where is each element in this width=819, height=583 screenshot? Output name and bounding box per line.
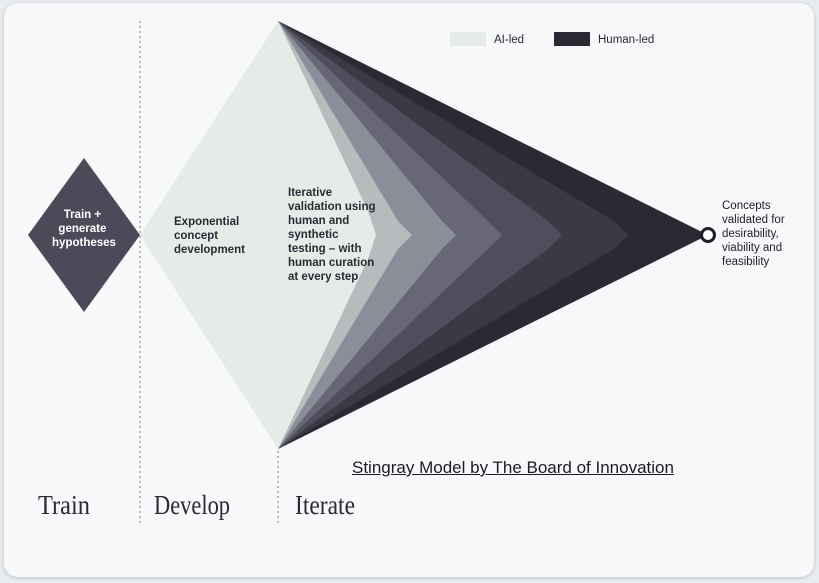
legend-label-ai-led: AI-led <box>494 34 524 46</box>
iterate-bands <box>278 21 708 449</box>
train-line-1: Train + <box>64 209 102 221</box>
train-diamond <box>28 158 140 312</box>
iterate-line-5: testing – with <box>288 243 361 255</box>
develop-box-text: Exponential concept development <box>174 216 245 256</box>
develop-line-1: Exponential <box>174 216 239 228</box>
iterate-line-2: validation using <box>288 201 376 213</box>
stingray-diagram: Train + generate hypotheses Exponential … <box>28 21 788 525</box>
stage-label-iterate: Iterate <box>295 490 355 520</box>
outcome-line-1: Concepts <box>722 200 771 212</box>
iterate-box-text: Iterative validation using human and syn… <box>288 187 379 283</box>
outcome-line-2: validated for <box>722 214 785 226</box>
legend-label-human-led: Human-led <box>598 34 654 46</box>
iterate-line-1: Iterative <box>288 187 332 199</box>
outcome-line-5: feasibility <box>722 256 770 268</box>
stage-label-develop: Develop <box>154 490 230 520</box>
iterate-line-6: human curation <box>288 257 374 269</box>
outcome-line-4: viability and <box>722 242 782 254</box>
caption-link[interactable]: Stingray Model by The Board of Innovatio… <box>352 458 674 477</box>
legend-swatch-human-led <box>554 32 590 46</box>
develop-line-3: development <box>174 244 245 256</box>
iterate-line-4: synthetic <box>288 229 339 241</box>
develop-line-2: concept <box>174 230 218 242</box>
iterate-line-3: human and <box>288 215 349 227</box>
iterate-ai-led-region <box>278 21 376 449</box>
outcome-line-3: desirability, <box>722 228 779 240</box>
train-box-text: Train + generate hypotheses <box>52 209 116 249</box>
train-line-2: generate <box>58 223 106 235</box>
train-line-3: hypotheses <box>52 237 116 249</box>
stingray-model-card: Train + generate hypotheses Exponential … <box>4 3 814 577</box>
endpoint-ring <box>700 227 716 243</box>
develop-diamond <box>140 21 278 449</box>
iterate-line-7: at every step <box>288 271 358 283</box>
stage-label-train: Train <box>38 490 90 520</box>
outcome-text: Concepts validated for desirability, via… <box>722 200 788 268</box>
legend-swatch-ai-led <box>450 32 486 46</box>
legend: AI-led Human-led <box>450 32 654 46</box>
